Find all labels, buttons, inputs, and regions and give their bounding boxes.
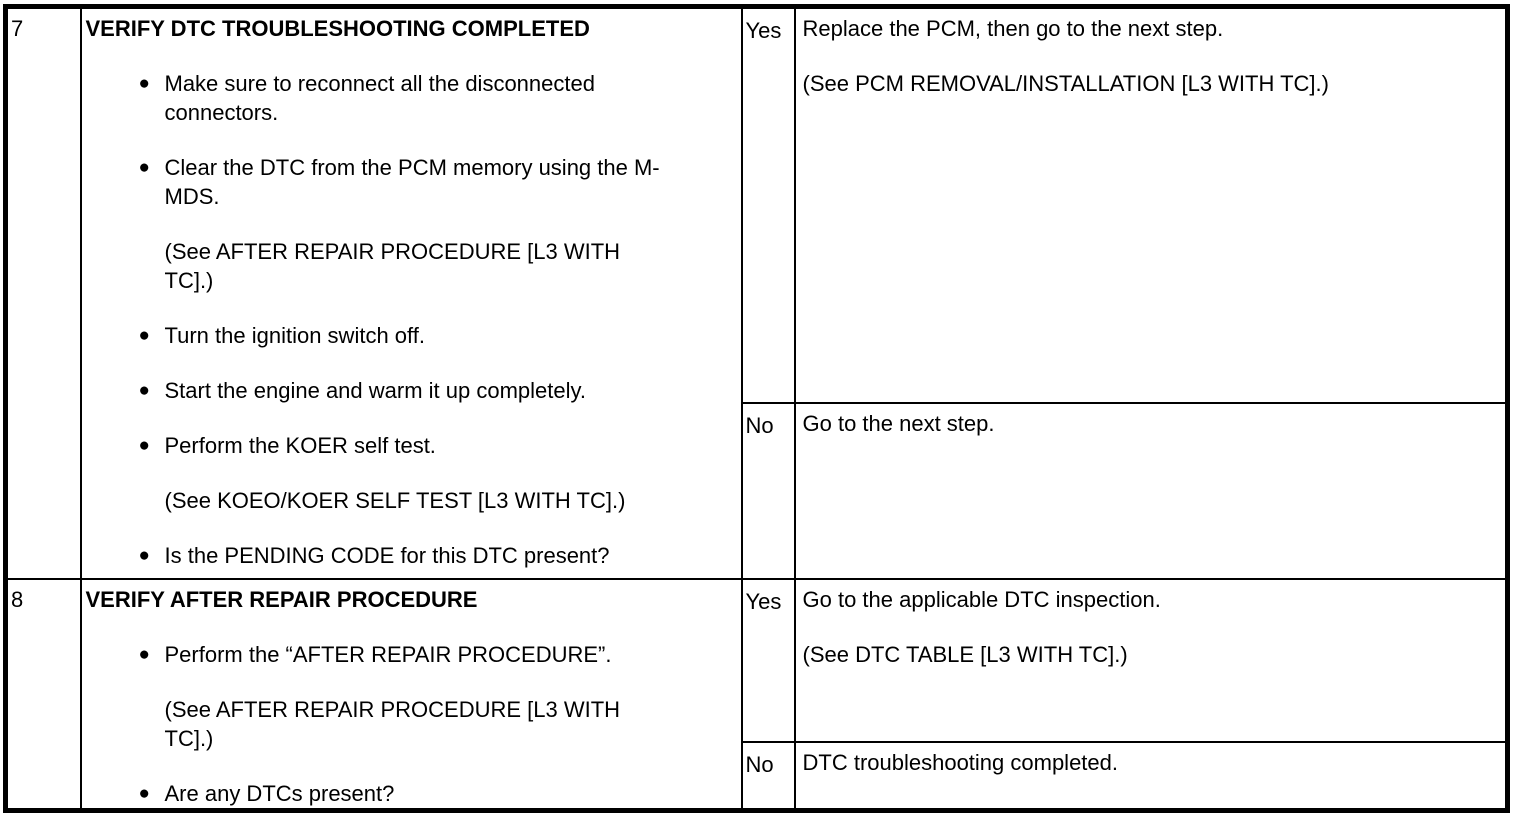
see-reference: (See KOEO/KOER SELF TEST [L3 WITH TC].): [86, 486, 663, 515]
bullet-item: ● Clear the DTC from the PCM memory usin…: [86, 153, 663, 211]
action-cell: VERIFY DTC TROUBLESHOOTING COMPLETED ● M…: [79, 5, 743, 580]
no-label: No: [745, 412, 774, 438]
bullet-item: ● Are any DTCs present?: [86, 779, 663, 808]
step-number: 7: [11, 16, 24, 41]
yes-label-cell: Yes: [740, 5, 796, 404]
no-label-cell: No: [740, 401, 796, 580]
table-row: No Go to the next step.: [6, 401, 1509, 580]
reference-text: (See KOEO/KOER SELF TEST [L3 WITH TC].): [164, 488, 626, 513]
result-text: Replace the PCM, then go to the next ste…: [802, 16, 1224, 41]
bullet-icon: ●: [138, 435, 150, 456]
step-number: 8: [11, 586, 24, 612]
dtc-troubleshooting-table: 7 VERIFY DTC TROUBLESHOOTING COMPLETED ●…: [3, 4, 1510, 813]
yes-result-cell: Replace the PCM, then go to the next ste…: [793, 5, 1509, 404]
bullet-item: ● Perform the KOER self test.: [86, 431, 663, 460]
no-label: No: [745, 751, 774, 777]
bullet-icon: ●: [138, 545, 150, 566]
procedure-title: VERIFY AFTER REPAIR PROCEDURE: [85, 586, 478, 612]
see-reference: (See AFTER REPAIR PROCEDURE [L3 WITH TC]…: [86, 237, 663, 295]
see-reference: (See PCM REMOVAL/INSTALLATION [L3 WITH T…: [802, 71, 1329, 96]
bullet-text: Turn the ignition switch off.: [164, 323, 425, 348]
see-reference: (See AFTER REPAIR PROCEDURE [L3 WITH TC]…: [86, 695, 663, 753]
bullet-text: Perform the “AFTER REPAIR PROCEDURE”.: [164, 641, 612, 667]
bullet-item: ● Perform the “AFTER REPAIR PROCEDURE”.: [86, 640, 663, 669]
yes-result-cell: Go to the applicable DTC inspection. (Se…: [793, 577, 1509, 743]
procedure-title: VERIFY DTC TROUBLESHOOTING COMPLETED: [85, 16, 590, 41]
bullet-item: ● Turn the ignition switch off.: [86, 321, 663, 350]
no-result-cell: Go to the next step.: [793, 401, 1509, 580]
table-row: 8 VERIFY AFTER REPAIR PROCEDURE ● Perfor…: [4, 577, 1509, 812]
bullet-text: Make sure to reconnect all the disconnec…: [164, 71, 595, 125]
see-reference: (See DTC TABLE [L3 WITH TC].): [802, 641, 1128, 667]
bullet-text: Is the PENDING CODE for this DTC present…: [164, 543, 610, 568]
step-number-cell: 8: [4, 577, 82, 812]
no-result-cell: DTC troubleshooting completed.: [793, 740, 1509, 812]
step-number-cell: 7: [4, 5, 82, 580]
reference-text: (See AFTER REPAIR PROCEDURE [L3 WITH TC]…: [164, 696, 621, 751]
bullet-text: Are any DTCs present?: [164, 780, 395, 806]
bullet-item: ● Make sure to reconnect all the disconn…: [86, 69, 663, 127]
no-label-cell: No: [740, 740, 796, 812]
bullet-icon: ●: [138, 380, 150, 401]
bullet-item: ● Is the PENDING CODE for this DTC prese…: [86, 541, 663, 570]
bullet-text: Clear the DTC from the PCM memory using …: [164, 155, 660, 209]
bullet-icon: ●: [138, 325, 150, 346]
yes-label: Yes: [745, 588, 782, 614]
bullet-item: ● Start the engine and warm it up comple…: [86, 376, 663, 405]
result-text: Go to the applicable DTC inspection.: [802, 586, 1161, 612]
table-row: No DTC troubleshooting completed.: [6, 740, 1509, 812]
table-row: 7 VERIFY DTC TROUBLESHOOTING COMPLETED ●…: [4, 5, 1509, 580]
action-cell: VERIFY AFTER REPAIR PROCEDURE ● Perform …: [79, 577, 743, 812]
bullet-text: Perform the KOER self test.: [164, 433, 436, 458]
reference-text: (See AFTER REPAIR PROCEDURE [L3 WITH TC]…: [164, 239, 621, 293]
bullet-icon: ●: [138, 157, 150, 178]
yes-label-cell: Yes: [740, 577, 796, 743]
bullet-icon: ●: [138, 73, 150, 94]
result-text: DTC troubleshooting completed.: [802, 749, 1119, 775]
result-text: Go to the next step.: [802, 410, 995, 436]
bullet-text: Start the engine and warm it up complete…: [164, 378, 586, 403]
yes-label: Yes: [745, 18, 782, 43]
bullet-icon: ●: [138, 782, 150, 804]
bullet-icon: ●: [138, 643, 150, 665]
